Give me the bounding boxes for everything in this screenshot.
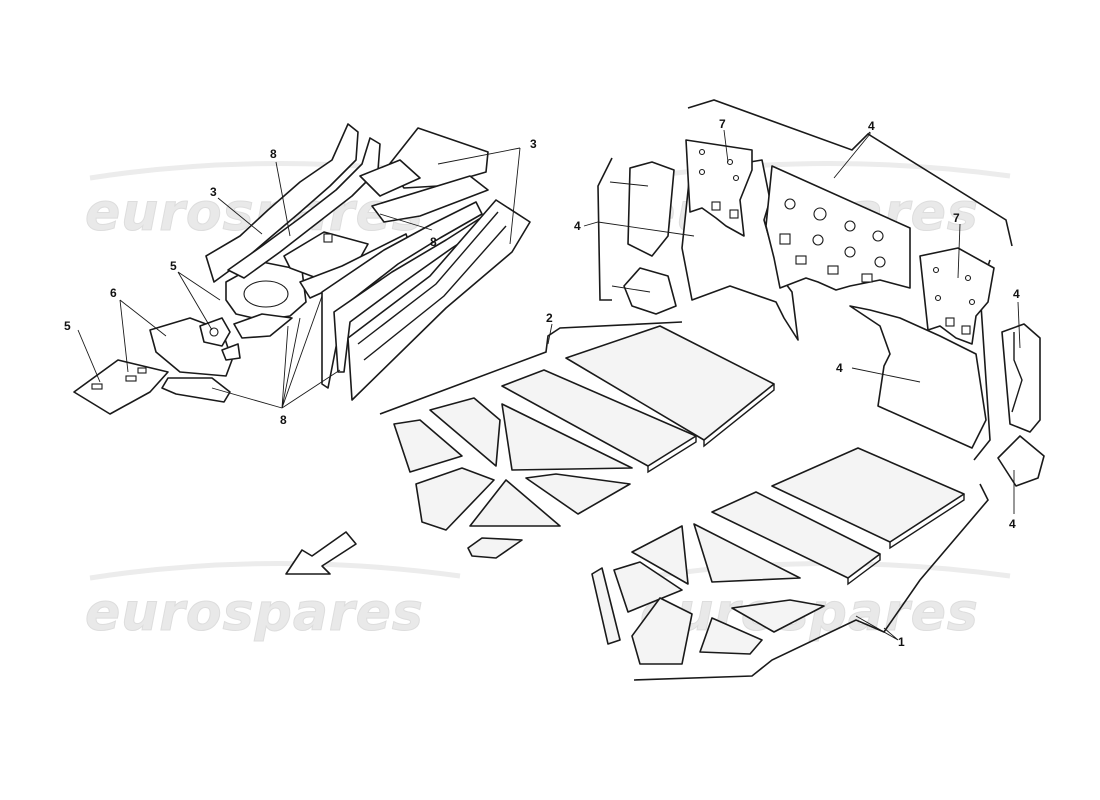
part-2-floor-pad-triangle: [501, 403, 633, 471]
part-2-floor-pad-left: [429, 397, 501, 467]
part-7-panel-right: [919, 247, 995, 345]
part-7-hole: [698, 148, 706, 156]
part-4-hole: [784, 198, 796, 210]
part-2-floor-pad-small: [467, 537, 523, 559]
callout-labels: 5 6 5 3 8 3 8 8 2 7 4 7 4 4 4 4 1: [64, 117, 1020, 649]
part-4-slot: [861, 273, 873, 283]
part-1-floor-pad-bottom-mid: [699, 617, 763, 655]
part-4-lower-panel: [849, 305, 987, 449]
callout-3-top: 3: [530, 137, 537, 151]
callout-2: 2: [546, 311, 553, 325]
callout-8-mid: 8: [430, 235, 437, 249]
part-8-clip-small: [221, 343, 241, 361]
part-6-lower-panel: [161, 377, 231, 403]
part-5-slot: [137, 367, 147, 374]
callout-4-bottom-right: 4: [1009, 517, 1016, 531]
callout-4-lower: 4: [836, 361, 843, 375]
callout-4-top: 4: [868, 119, 875, 133]
bulkhead-and-floor-group: [379, 99, 1045, 681]
front-direction-arrow-icon: [285, 531, 357, 575]
part-8-square-hole: [323, 233, 333, 243]
right-leader-lines: [547, 129, 1021, 641]
part-1-floor-pad-triangle: [693, 523, 801, 583]
callout-7-left: 7: [719, 117, 726, 131]
part-4-hole: [844, 246, 856, 258]
part-8-mid-piece: [371, 175, 489, 223]
part-8-clip: [233, 313, 293, 339]
part-7-slot: [729, 209, 739, 219]
part-7-hole: [726, 158, 734, 166]
callout-6: 6: [110, 286, 117, 300]
part-4-small-pad: [623, 267, 677, 315]
left-leader-lines: [77, 147, 521, 409]
part-4-hole: [872, 230, 884, 242]
part-1-floor-pad-right: [731, 599, 825, 633]
part-8-gear-hole: [243, 280, 289, 308]
part-1-floor-pad-bottom-left: [631, 597, 693, 665]
part-3-panel-inner-edge: [357, 211, 507, 361]
part-2-floor-pad-bottom: [469, 479, 561, 527]
part-5-slot: [91, 383, 103, 390]
callout-8-bottom: 8: [280, 413, 287, 427]
callout-3-left: 3: [210, 185, 217, 199]
part-7-hole: [698, 168, 706, 176]
part-4-slot: [827, 265, 839, 275]
part-7-slot: [961, 325, 971, 335]
callout-4-left: 4: [574, 219, 581, 233]
part-2-floor-pad-right: [525, 473, 631, 515]
part-4-hole: [812, 234, 824, 246]
part-1-floor-pad-left: [631, 525, 689, 585]
callout-7-right: 7: [953, 211, 960, 225]
part-3-mid-piece: [359, 159, 421, 197]
part-4-slot: [779, 233, 791, 245]
watermark-top-left: eurospares: [85, 183, 424, 243]
callout-8-top: 8: [270, 147, 277, 161]
floor-frame-rear: [633, 483, 989, 681]
callout-1: 1: [898, 635, 905, 649]
bulkhead-frame-left: [597, 157, 613, 301]
part-4-hole: [813, 207, 827, 221]
part-4-hole: [874, 256, 886, 268]
part-8-side-panel: [321, 201, 483, 389]
callout-5-upper: 5: [170, 259, 177, 273]
part-2-floor-pad-mid: [415, 467, 495, 531]
part-7-slot: [711, 201, 721, 211]
callout-5-left: 5: [64, 319, 71, 333]
part-7-hole: [964, 274, 972, 282]
part-4-right-upright-edge: [1011, 332, 1023, 413]
part-5-floor-pad: [73, 359, 169, 415]
part-1-floor-pad-corner: [613, 561, 683, 613]
part-4-hole: [844, 220, 856, 232]
part-7-slot: [945, 317, 955, 327]
watermark-bottom-left: eurospares: [85, 583, 424, 643]
callout-4-right: 4: [1013, 287, 1020, 301]
part-7-hole: [932, 266, 940, 274]
part-5-slot: [125, 375, 137, 382]
part-4-slot: [795, 255, 807, 265]
part-8-long-strip: [227, 137, 381, 279]
part-4-right-small-pad: [997, 435, 1045, 487]
tunnel-insulation-group: [73, 123, 531, 415]
part-7-hole: [934, 294, 942, 302]
part-7-hole: [968, 298, 976, 306]
part-2-floor-pad-corner: [393, 419, 463, 473]
part-7-hole: [732, 174, 740, 182]
part-1-floor-pad-edge: [591, 567, 621, 645]
floor-frame-front: [379, 321, 683, 415]
